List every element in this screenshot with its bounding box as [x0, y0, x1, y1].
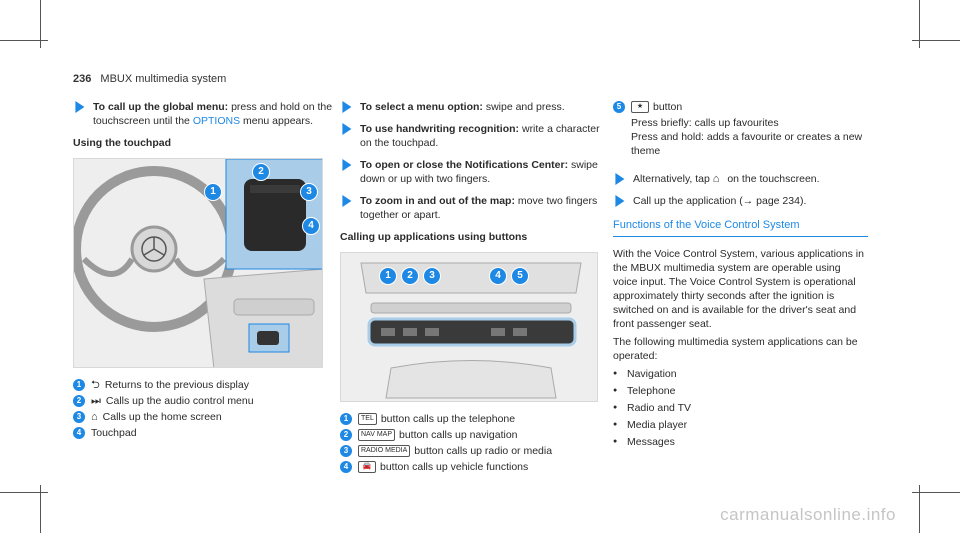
callout-3: 3	[423, 267, 441, 285]
crop-mark	[919, 0, 920, 48]
section-heading: Functions of the Voice Control System	[613, 218, 868, 237]
crop-mark	[919, 485, 920, 533]
callout-2: 2	[401, 267, 419, 285]
section-title: MBUX multimedia system	[100, 73, 227, 85]
step-arrow-icon	[342, 195, 352, 207]
callout-2: 2	[252, 163, 270, 181]
instruction-step: To call up the global menu: press and ho…	[73, 100, 333, 128]
legend-item: 5 ★button	[613, 100, 868, 114]
callout-3: 3	[300, 183, 318, 201]
crop-mark	[0, 492, 48, 493]
step-arrow-icon	[615, 173, 625, 185]
instruction-step: Call up the application (→ page 234).	[613, 194, 868, 208]
list-item: Radio and TV	[613, 401, 868, 415]
crop-mark	[0, 40, 48, 41]
crop-mark	[40, 485, 41, 533]
touchpad-illustration: 1 2 3 4	[73, 158, 323, 368]
instruction-step: To zoom in and out of the map: move two …	[340, 194, 600, 222]
radio-media-key-icon: RADIO MEDIA	[358, 445, 411, 458]
button-panel-illustration: 1 2 3 4 5	[340, 252, 598, 402]
step-arrow-icon	[75, 101, 85, 113]
instruction-step: To select a menu option: swipe and press…	[340, 100, 600, 114]
column-2: To select a menu option: swipe and press…	[340, 100, 600, 476]
star-key-icon: ★	[631, 101, 649, 114]
instruction-step: To use handwriting recognition: write a …	[340, 122, 600, 150]
applications-list: Navigation Telephone Radio and TV Media …	[613, 367, 868, 449]
legend-item: 4 🚘button calls up vehicle functions	[340, 460, 600, 474]
list-item: Media player	[613, 418, 868, 432]
subheading: Calling up applications using buttons	[340, 231, 528, 243]
home-icon: ⌂	[712, 173, 720, 185]
step-arrow-icon	[342, 123, 352, 135]
page-number: 236	[73, 73, 92, 85]
step-arrow-icon	[342, 101, 352, 113]
callout-1: 1	[379, 267, 397, 285]
list-item: Messages	[613, 435, 868, 449]
callout-4: 4	[489, 267, 507, 285]
column-1: To call up the global menu: press and ho…	[73, 100, 333, 442]
legend-item: 1 ⮌Returns to the previous display	[73, 378, 333, 392]
vehicle-key-icon: 🚘	[358, 461, 376, 474]
body-paragraph: With the Voice Control System, various a…	[613, 248, 864, 330]
back-arrow-icon: ⮌	[91, 379, 100, 391]
crop-mark	[40, 0, 41, 48]
tel-key-icon: TEL	[358, 413, 377, 426]
touchpad-image	[74, 159, 322, 367]
home-icon: ⌂	[91, 411, 98, 423]
legend-item: 2 ⏭Calls up the audio control menu	[73, 394, 333, 408]
list-item: Navigation	[613, 367, 868, 381]
legend-item: 4 Touchpad	[73, 426, 333, 440]
touchpad-legend: 1 ⮌Returns to the previous display 2 ⏭Ca…	[73, 378, 333, 440]
body-paragraph: The following multimedia system applicat…	[613, 336, 858, 362]
legend-item: 3 ⌂Calls up the home screen	[73, 410, 333, 424]
favourites-description: Press briefly: calls up favourites Press…	[631, 117, 863, 157]
step-arrow-icon	[615, 195, 625, 207]
callout-4: 4	[302, 217, 320, 235]
callout-5: 5	[511, 267, 529, 285]
crop-mark	[912, 492, 960, 493]
column-3: 5 ★button Press briefly: calls up favour…	[613, 100, 868, 452]
page-header: 236 MBUX multimedia system	[73, 73, 226, 85]
skip-forward-icon: ⏭	[91, 395, 101, 407]
crop-mark	[912, 40, 960, 41]
instruction-step: Alternatively, tap ⌂ on the touchscreen.	[613, 172, 868, 186]
options-menu-link: OPTIONS	[192, 115, 241, 127]
callout-1: 1	[204, 183, 222, 201]
nav-key-icon: NAV MAP	[358, 429, 395, 442]
watermark: carmanualsonline.info	[720, 505, 896, 524]
instruction-step: To open or close the Notifications Cente…	[340, 158, 600, 186]
list-item: Telephone	[613, 384, 868, 398]
subheading: Using the touchpad	[73, 137, 171, 149]
step-arrow-icon	[342, 159, 352, 171]
